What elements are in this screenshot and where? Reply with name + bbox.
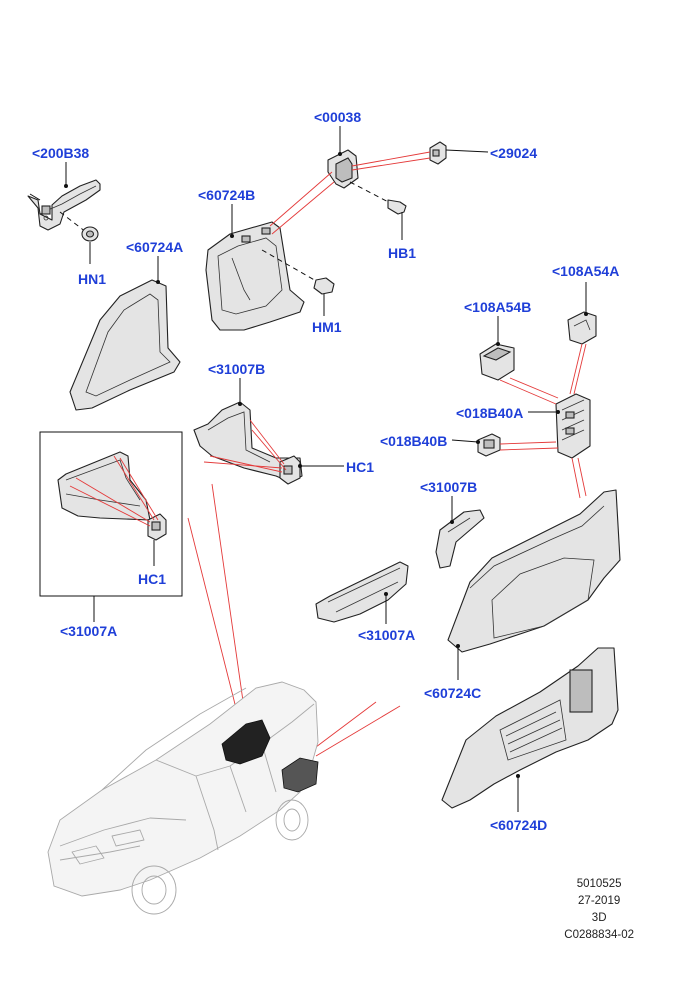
callout-hn1: HN1 xyxy=(78,271,106,287)
callout-200b38: <200B38 xyxy=(32,145,89,161)
callout-108a54a: <108A54A xyxy=(552,263,619,279)
part-60724a-trim xyxy=(69,279,181,411)
part-hn1-nut xyxy=(81,226,99,242)
callout-hc1-mid: HC1 xyxy=(346,459,374,475)
callout-29024: <29024 xyxy=(490,145,537,161)
part-hc1-clip-mid xyxy=(279,455,301,485)
part-31007b-upper xyxy=(193,401,303,483)
part-31007b-right xyxy=(435,509,485,569)
footer-line-4: C0288834-02 xyxy=(564,929,634,941)
part-hc1-clip-box xyxy=(147,513,167,541)
callout-60724b: <60724B xyxy=(198,187,255,203)
part-29024-clip xyxy=(429,141,447,165)
callout-hm1: HM1 xyxy=(312,319,342,335)
detail-box xyxy=(39,431,183,597)
callout-00038: <00038 xyxy=(314,109,361,125)
vehicle-highlighted-trim xyxy=(221,719,319,793)
callout-60724a: <60724A xyxy=(126,239,183,255)
callout-018b40a: <018B40A xyxy=(456,405,523,421)
callout-31007a-mid: <31007A xyxy=(358,627,415,643)
part-00038-housing xyxy=(327,149,359,189)
part-200b38-bracket xyxy=(27,179,101,233)
part-31007a-mid xyxy=(315,561,409,623)
part-hb1-screw xyxy=(349,181,407,215)
callout-31007b-top: <31007B xyxy=(208,361,265,377)
part-31007a-box-panel xyxy=(57,451,151,521)
footer-line-3: 3D xyxy=(591,912,607,924)
footer-line-1: 5010525 xyxy=(576,878,622,890)
part-60724c-trim xyxy=(447,489,621,653)
callout-60724d: <60724D xyxy=(490,817,547,833)
callout-31007b-right: <31007B xyxy=(420,479,477,495)
callout-108a54b: <108A54B xyxy=(464,299,531,315)
diagram-reference-footer: 5010525 27-2019 3D C0288834-02 xyxy=(564,876,634,944)
part-108a54a-bracket xyxy=(567,311,597,345)
part-018b40b-grommet xyxy=(477,433,501,457)
footer-line-2: 27-2019 xyxy=(578,895,621,907)
callout-hb1: HB1 xyxy=(388,245,416,261)
part-018b40a-fuse-box xyxy=(555,393,591,459)
callout-018b40b: <018B40B xyxy=(380,433,447,449)
vehicle-illustration xyxy=(47,681,319,915)
part-hm1-screw xyxy=(261,249,335,295)
callout-31007a-box: <31007A xyxy=(60,623,117,639)
callout-60724c: <60724C xyxy=(424,685,481,701)
part-60724b-panel xyxy=(205,221,305,331)
part-60724d-trim xyxy=(441,647,619,809)
part-108a54b-module xyxy=(479,343,515,381)
callout-hc1-box: HC1 xyxy=(138,571,166,587)
